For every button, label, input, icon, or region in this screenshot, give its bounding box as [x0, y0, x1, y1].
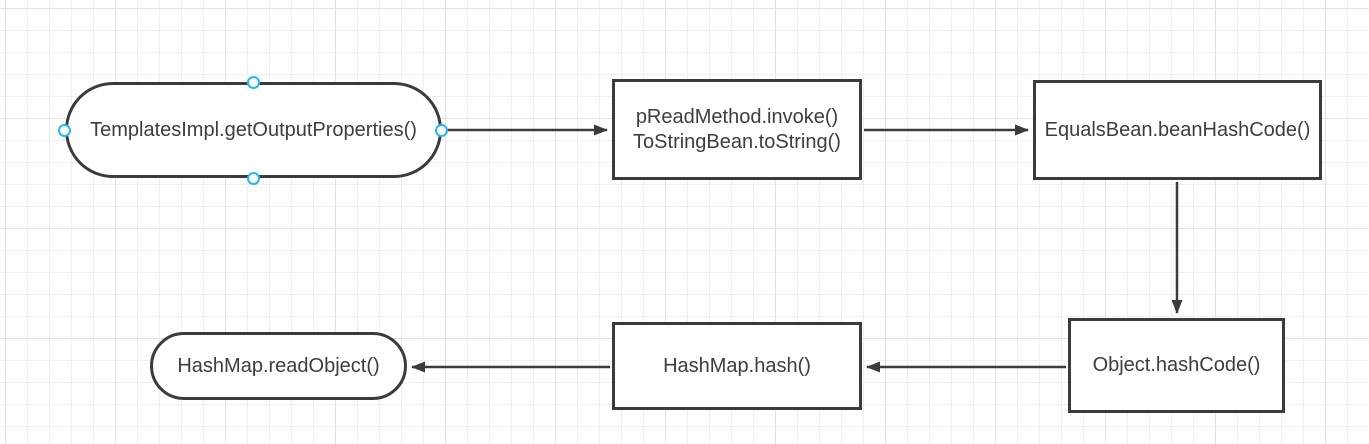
node-label: Object.hashCode() [1092, 354, 1261, 376]
node-templatesimpl-getoutputproperties[interactable]: TemplatesImpl.getOutputProperties() [65, 82, 442, 178]
node-label: HashMap.hash() [663, 354, 811, 377]
node-label: TemplatesImpl.getOutputProperties() [90, 118, 417, 141]
node-object-hashcode[interactable]: Object.hashCode() [1068, 318, 1285, 413]
node-hashmap-hash[interactable]: HashMap.hash() [612, 322, 862, 410]
connection-handle-bottom[interactable] [247, 172, 260, 185]
node-hashmap-readobject[interactable]: HashMap.readObject() [150, 332, 407, 400]
node-label: pReadMethod.invoke() ToStringBean.toStri… [633, 105, 841, 153]
connection-handle-right[interactable] [435, 124, 448, 137]
node-label: HashMap.readObject() [177, 354, 380, 377]
connection-handle-left[interactable] [58, 124, 71, 137]
connection-handle-top[interactable] [247, 76, 260, 89]
node-preadmethod-invoke[interactable]: pReadMethod.invoke() ToStringBean.toStri… [612, 79, 862, 180]
node-label: EqualsBean.beanHashCode() [1044, 118, 1311, 141]
node-equalsbean-beanhashcode[interactable]: EqualsBean.beanHashCode() [1033, 80, 1322, 180]
